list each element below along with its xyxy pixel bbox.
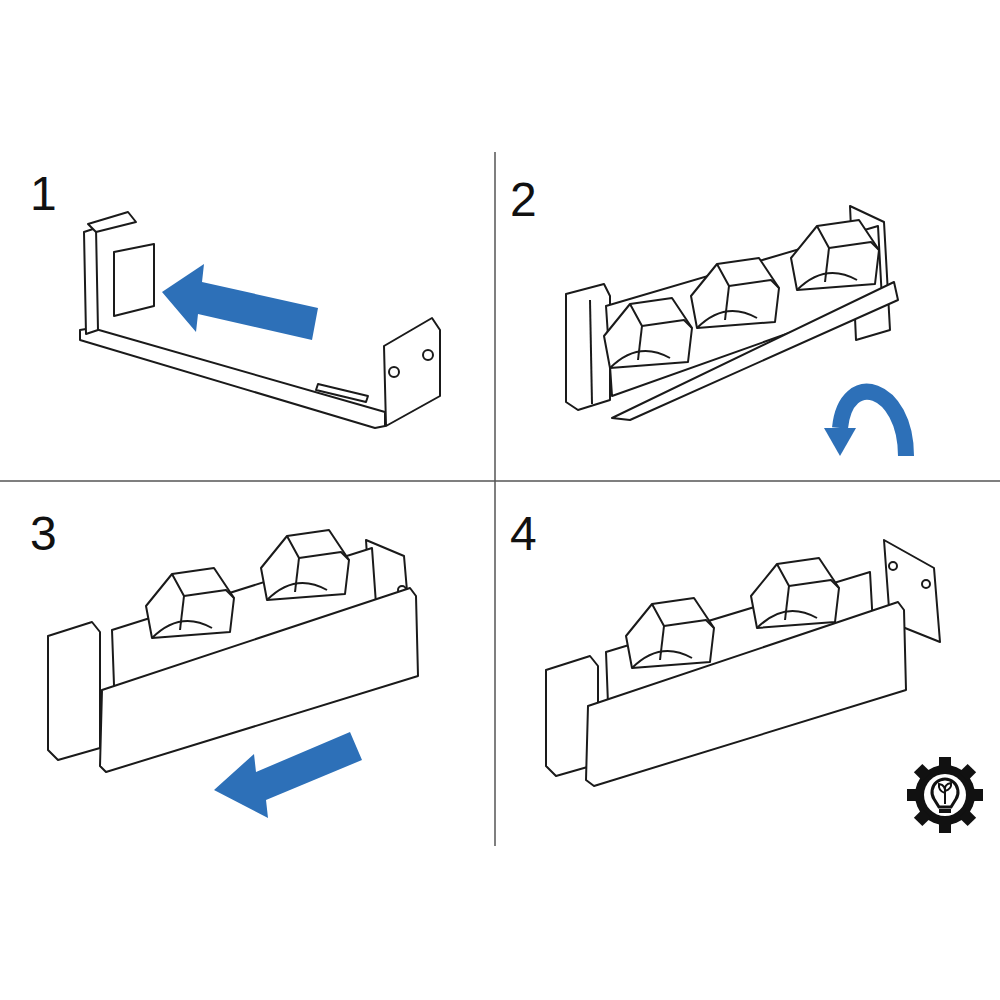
panel-divider (0, 480, 1000, 482)
step-number: 4 (510, 510, 537, 558)
rotate-arrow (840, 392, 906, 456)
logo-icon (907, 757, 983, 833)
bracket (80, 212, 440, 428)
direction-arrow (214, 732, 362, 818)
holder-assembled (546, 540, 940, 786)
step-number: 2 (510, 176, 537, 224)
holder-sliding (48, 530, 418, 772)
direction-arrow (162, 264, 318, 340)
panel-divider (494, 152, 496, 846)
holder-tilted (566, 206, 898, 420)
step-number: 3 (30, 510, 57, 558)
rotate-arrow-head (824, 428, 856, 456)
step-number: 1 (30, 170, 57, 218)
